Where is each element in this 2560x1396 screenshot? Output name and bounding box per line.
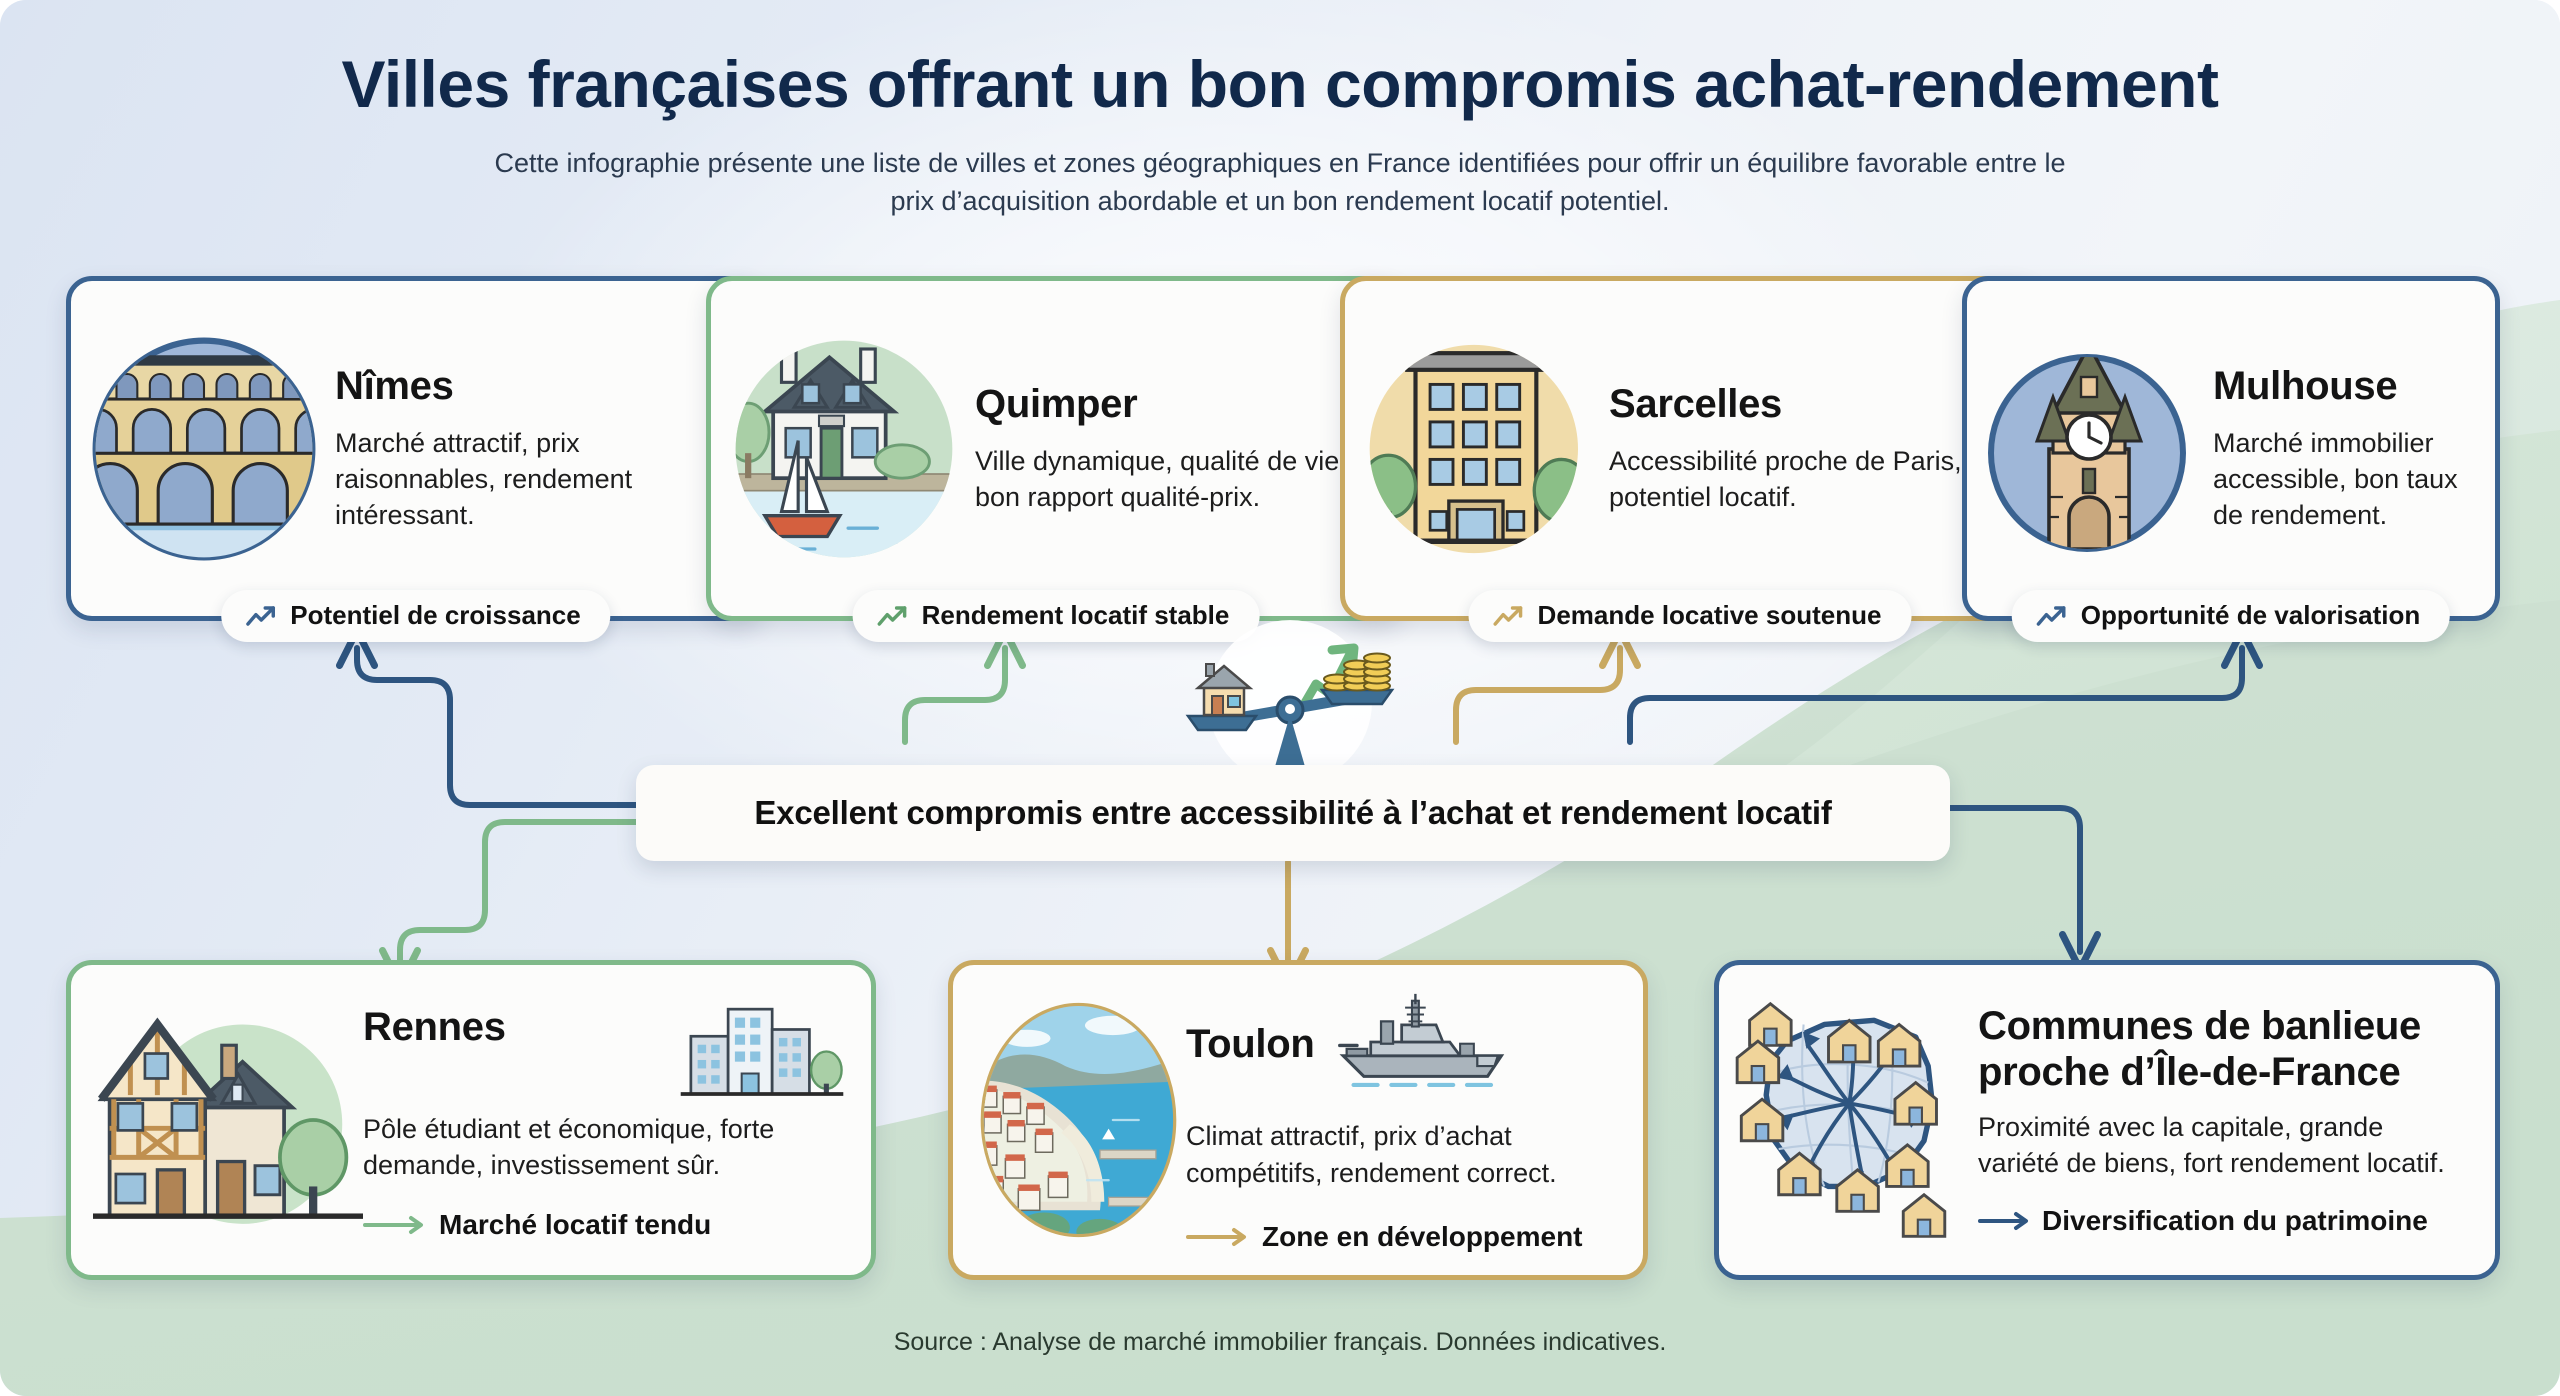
city-name: Toulon bbox=[1186, 1022, 1315, 1067]
page-subtitle-line-2: prix d’acquisition abordable et un bon r… bbox=[890, 186, 1670, 217]
balance-scale-house-coins-icon bbox=[1160, 620, 1420, 785]
tag-label: Diversification du patrimoine bbox=[2042, 1205, 2428, 1237]
city-card-rennes[interactable]: Rennes bbox=[66, 960, 876, 1280]
status-badge: Potentiel de croissance bbox=[221, 590, 611, 642]
city-description: Marché immobilier accessible, bon taux d… bbox=[2213, 427, 2458, 531]
half-timbered-house-icon bbox=[93, 995, 363, 1245]
breton-house-sailboat-icon bbox=[719, 324, 969, 574]
page-title: Villes françaises offrant un bon comprom… bbox=[341, 47, 2219, 121]
city-card-nimes[interactable]: Nîmes Marché attractif, prix raisonnable… bbox=[66, 276, 766, 642]
tag-arrow-icon bbox=[363, 1216, 423, 1235]
city-card-sarcelles[interactable]: Sarcelles Accessibilité proche de Paris,… bbox=[1340, 276, 2040, 642]
office-building-icon bbox=[677, 999, 847, 1109]
city-name: Mulhouse bbox=[2213, 363, 2398, 408]
city-name: Nîmes bbox=[335, 363, 454, 408]
city-description: Marché attractif, prix raisonnables, ren… bbox=[335, 427, 633, 531]
page-subtitle-line-1: Cette infographie présente une liste de … bbox=[494, 148, 2066, 178]
badge-label: Potentiel de croissance bbox=[290, 600, 581, 630]
city-card-banlieue-idf[interactable]: Communes de banlieue proche d’Île-de-Fra… bbox=[1714, 960, 2500, 1280]
city-description: Proximité avec la capitale, grande varié… bbox=[1978, 1111, 2445, 1178]
central-statement-text: Excellent compromis entre accessibilité … bbox=[754, 794, 1832, 831]
source-note: Source : Analyse de marché immobilier fr… bbox=[893, 1328, 1667, 1356]
badge-label: Opportunité de valorisation bbox=[2080, 600, 2421, 630]
central-statement-banner: Excellent compromis entre accessibilité … bbox=[636, 765, 1950, 861]
city-description: Pôle étudiant et économique, forte deman… bbox=[363, 1113, 775, 1180]
status-badge: Demande locative soutenue bbox=[1468, 590, 1912, 642]
city-name-line-2: proche d’Île-de-France bbox=[1978, 1049, 2401, 1094]
trending-up-icon bbox=[246, 605, 276, 626]
city-card-mulhouse[interactable]: Mulhouse Marché immobilier accessible, b… bbox=[1962, 276, 2500, 642]
city-description: Climat attractif, prix d’achat compétiti… bbox=[1186, 1121, 1557, 1188]
trending-up-icon bbox=[1493, 605, 1523, 626]
city-name: Communes de banlieue proche d’Île-de-Fra… bbox=[1978, 1003, 2469, 1095]
badge-label: Rendement locatif stable bbox=[921, 600, 1230, 630]
header: Villes françaises offrant un bon comprom… bbox=[0, 0, 2560, 221]
naval-warship-icon bbox=[1329, 987, 1519, 1102]
city-name-line-1: Communes de banlieue bbox=[1978, 1003, 2421, 1048]
trending-up-icon bbox=[2036, 605, 2066, 626]
page-subtitle: Cette infographie présente une liste de … bbox=[245, 144, 2315, 221]
paris-map-radiating-houses-icon bbox=[1733, 995, 1978, 1245]
city-card-toulon[interactable]: Toulon bbox=[948, 960, 1648, 1280]
badge-label: Demande locative soutenue bbox=[1537, 600, 1882, 630]
city-name: Rennes bbox=[363, 1004, 506, 1049]
roman-aqueduct-icon bbox=[79, 324, 329, 574]
clock-tower-icon bbox=[1975, 329, 2207, 569]
status-badge: Opportunité de valorisation bbox=[2011, 590, 2451, 642]
trending-up-icon bbox=[877, 605, 907, 626]
tag-label: Zone en développement bbox=[1262, 1220, 1583, 1252]
city-name: Quimper bbox=[975, 381, 1138, 426]
city-card-quimper[interactable]: Quimper Ville dynamique, qualité de vie,… bbox=[706, 276, 1406, 642]
city-description: Ville dynamique, qualité de vie, bon rap… bbox=[975, 445, 1347, 512]
city-name: Sarcelles bbox=[1609, 381, 1783, 426]
tag-arrow-icon bbox=[1978, 1212, 2028, 1231]
tag-label: Marché locatif tendu bbox=[439, 1209, 712, 1241]
apartment-building-icon bbox=[1353, 324, 1603, 574]
status-badge: Rendement locatif stable bbox=[852, 590, 1260, 642]
tag-arrow-icon bbox=[1186, 1227, 1246, 1246]
coastal-bay-icon bbox=[971, 995, 1186, 1245]
city-description: Accessibilité proche de Paris, fort pote… bbox=[1609, 445, 2009, 512]
